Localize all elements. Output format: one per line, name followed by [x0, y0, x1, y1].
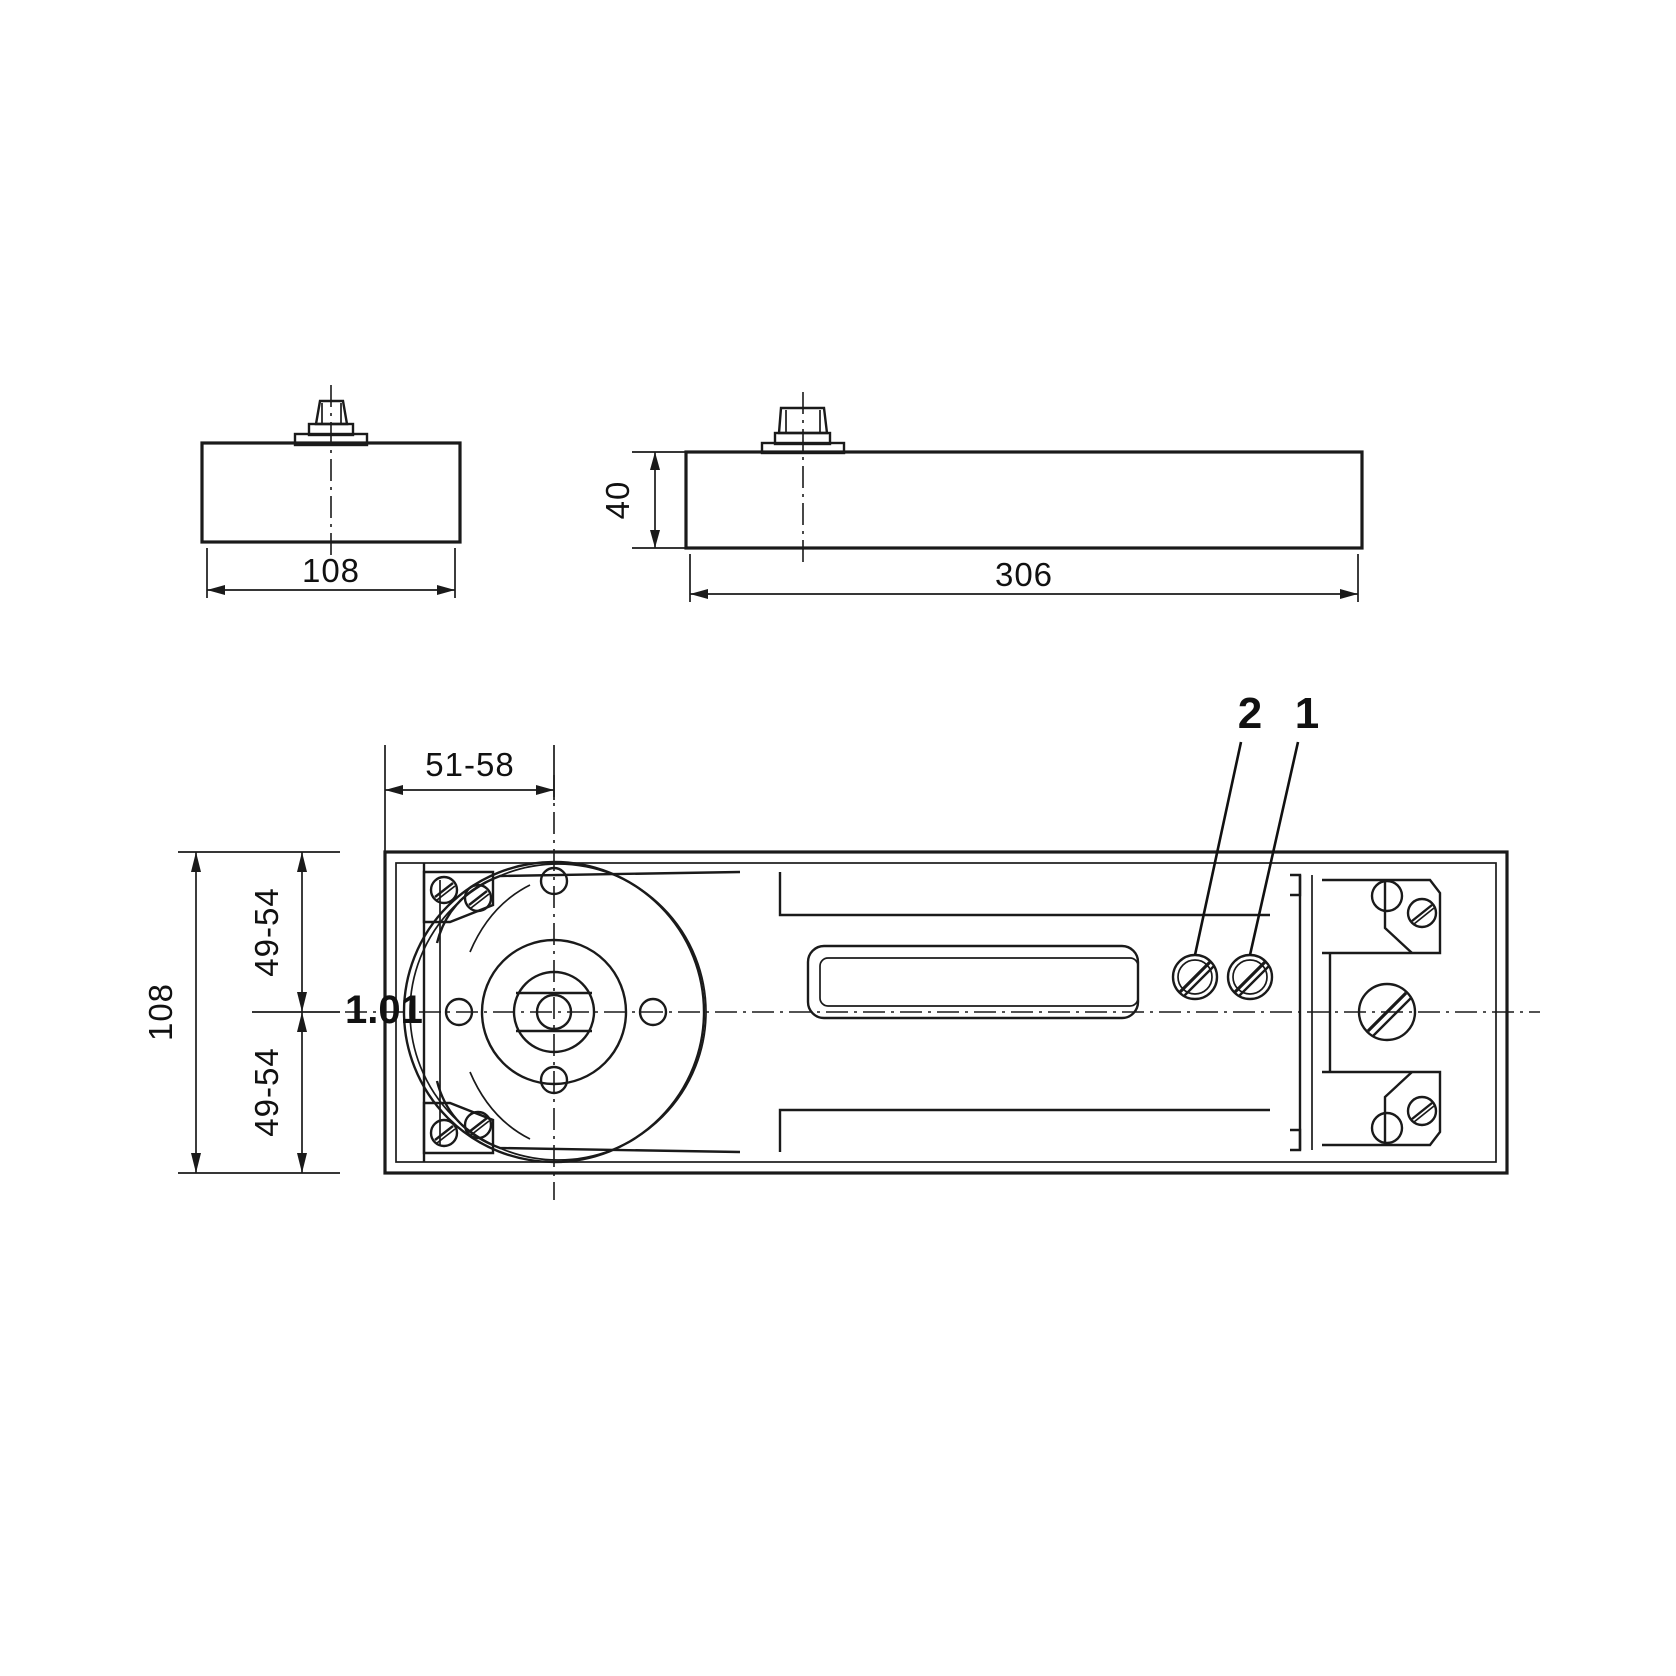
plan-right-bracket-chamfer-top — [1383, 880, 1413, 954]
plan-bracket-top-left — [422, 870, 495, 924]
plan-cam-arc-top-2 — [469, 884, 531, 953]
side-arrow-bottom — [650, 530, 660, 548]
plan-screw-right-bottom — [1406, 1095, 1438, 1127]
plan-rotor-hole-right — [638, 997, 668, 1027]
plan-right-bracket-chamfer-bottom — [1383, 1071, 1413, 1145]
plan-spring-cylinder-inner — [819, 957, 1139, 1007]
tolerance-note: 1.01 — [345, 988, 423, 1032]
plan-screw-right-top — [1406, 897, 1438, 929]
side-spindle — [777, 406, 829, 435]
adjustment-screw-2 — [1171, 953, 1219, 1001]
plan-bracket-right-bottom — [1322, 1070, 1442, 1147]
dim-body-height-label: 40 — [599, 481, 636, 520]
view-side-elevation: 40 306 — [599, 392, 1364, 602]
plan-cam-arc-bottom-2 — [469, 1071, 531, 1140]
dim-end-width-label: 108 — [302, 552, 360, 589]
plan-right-hole-bottom — [1370, 1111, 1404, 1145]
callout-label-2: 2 — [1238, 689, 1262, 738]
plan-screw-top-left-outer — [429, 875, 459, 905]
plan-upper-plate — [778, 872, 1270, 917]
end-spindle — [314, 399, 349, 426]
view-plan: 51-58 108 49-54 49-54 1.01 2 1 — [142, 689, 1540, 1200]
callout-label-1: 1 — [1295, 689, 1319, 738]
plan-arrow-4954-top-down — [297, 992, 307, 1012]
side-arrow-hright — [1340, 589, 1358, 599]
view-end-elevation: 108 — [200, 385, 462, 598]
plan-cam-arc-bottom — [435, 1080, 741, 1154]
callout-leader-2 — [1193, 741, 1243, 956]
end-body-outline — [200, 441, 462, 544]
dim-body-length-label: 306 — [995, 556, 1053, 593]
callout-leader-1 — [1248, 741, 1300, 956]
plan-arrow-108-top — [191, 852, 201, 872]
plan-screw-top-left-inner — [463, 883, 493, 913]
dim-overall-width-label: 108 — [142, 983, 179, 1041]
dim-spindle-offset-label: 51-58 — [425, 746, 514, 783]
plan-lower-plate — [778, 1108, 1270, 1152]
plan-screw-bottom-left-outer — [429, 1118, 459, 1148]
plan-right-notch-bottom — [1290, 1128, 1302, 1152]
dim-half-width-bottom-label: 49-54 — [248, 1047, 285, 1136]
plan-arrow-51-right — [536, 785, 554, 795]
plan-spring-cylinder — [806, 944, 1140, 1020]
plan-arrow-4954-bot-down — [297, 1153, 307, 1173]
plan-cam-arc-top — [435, 870, 741, 944]
plan-right-notch-top — [1290, 873, 1302, 897]
end-arrow-right — [437, 585, 455, 595]
adjustment-screw-1 — [1226, 953, 1274, 1001]
side-arrow-hleft — [690, 589, 708, 599]
side-arrow-top — [650, 452, 660, 470]
dim-half-width-top-label: 49-54 — [248, 887, 285, 976]
end-arrow-left — [207, 585, 225, 595]
plan-arrow-4954-top-up — [297, 852, 307, 872]
plan-right-hole-top — [1370, 879, 1404, 913]
side-body-outline — [684, 450, 1364, 550]
plan-arrow-4954-bot-up — [297, 1012, 307, 1032]
plan-arrow-51-left — [385, 785, 403, 795]
plan-bracket-right-top — [1322, 878, 1442, 955]
plan-arrow-108-bottom — [191, 1153, 201, 1173]
